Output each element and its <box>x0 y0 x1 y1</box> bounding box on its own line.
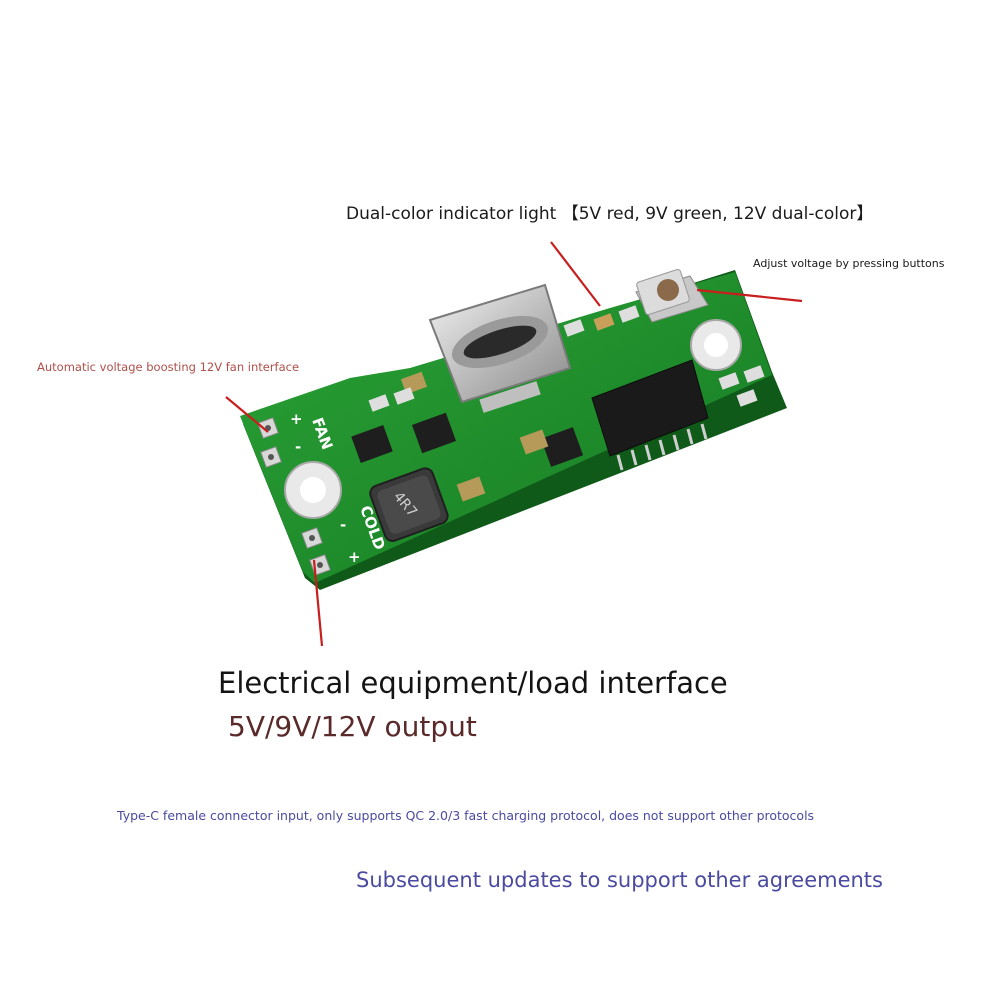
label-fan-interface: Automatic voltage boosting 12V fan inter… <box>37 360 300 374</box>
silkscreen-fan-plus: + <box>290 410 303 428</box>
smd-components <box>351 305 765 502</box>
label-typec-input: Type-C female connector input, only supp… <box>117 808 815 823</box>
arrow-load <box>312 559 324 647</box>
label-updates: Subsequent updates to support other agre… <box>356 868 883 892</box>
arrow-fan <box>225 396 269 433</box>
label-indicator-light: Dual-color indicator light 【5V red, 9V g… <box>346 204 874 224</box>
silkscreen-cold-minus: - <box>340 516 346 534</box>
button-cap-icon <box>657 279 679 301</box>
dual-color-led-icon <box>593 313 615 331</box>
label-adjust-button: Adjust voltage by pressing buttons <box>753 257 945 270</box>
arrow-indicator <box>550 241 601 307</box>
arrow-button <box>696 288 803 303</box>
label-output-voltages: 5V/9V/12V output <box>228 710 477 743</box>
label-load-interface: Electrical equipment/load interface <box>218 666 728 700</box>
main-ic <box>591 359 709 471</box>
inductor: 4R7 <box>369 467 449 542</box>
fan-pads <box>257 417 282 468</box>
silkscreen-fan-minus: - <box>295 438 301 456</box>
push-button <box>635 269 709 323</box>
usb-c-connector <box>428 283 572 413</box>
silkscreen-cold-plus: + <box>348 548 361 566</box>
